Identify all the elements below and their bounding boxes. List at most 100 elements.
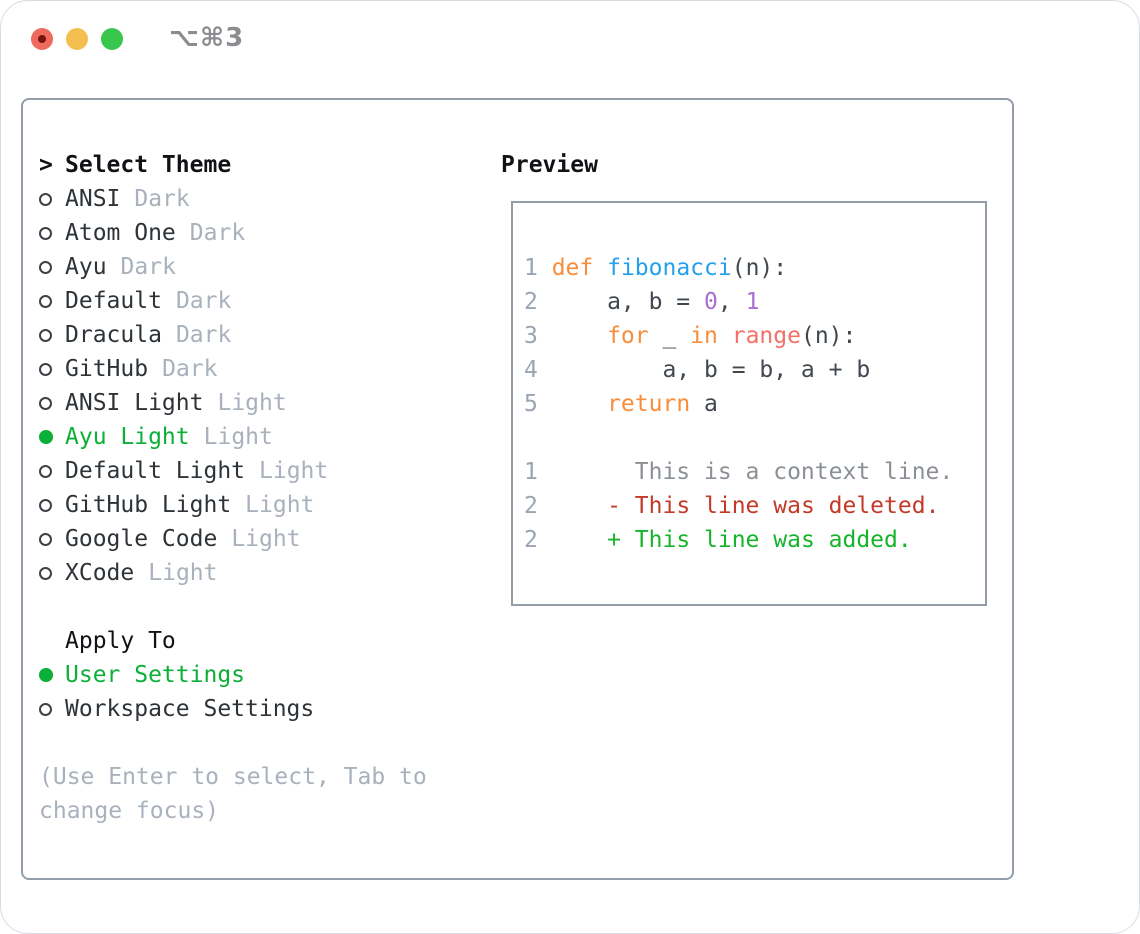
radio-icon xyxy=(39,362,65,376)
blank-line xyxy=(524,421,985,455)
code-segment: This is a context line. xyxy=(551,459,954,485)
code-segment: def xyxy=(551,255,594,281)
line-number: 4 xyxy=(524,357,538,383)
radio-icon xyxy=(39,260,65,274)
preview-code-line: 4 a, b = b, a + b xyxy=(524,353,985,387)
option-variant-label: Light xyxy=(231,526,301,552)
hint-line-1: (Use Enter to select, Tab to xyxy=(39,764,427,790)
option-variant-label: Light xyxy=(203,424,273,450)
line-number: 2 xyxy=(524,493,538,519)
line-number: 2 xyxy=(524,289,538,315)
option-label: Atom One xyxy=(65,220,176,246)
option-variant-label: Dark xyxy=(120,254,176,280)
code-segment xyxy=(552,527,607,553)
code-segment xyxy=(718,323,732,349)
code-segment: + This line was added. xyxy=(607,527,912,553)
option-label: User Settings xyxy=(65,662,246,688)
theme-option-ayu[interactable]: Ayu Dark xyxy=(39,250,489,284)
theme-option-xcode[interactable]: XCode Light xyxy=(39,556,489,590)
code-segment: fibonacci xyxy=(607,255,732,281)
select-theme-header: > Select Theme xyxy=(39,148,489,182)
option-label: XCode xyxy=(65,560,135,586)
cursor-marker-icon: > xyxy=(39,152,53,178)
hint-text: (Use Enter to select, Tab to change focu… xyxy=(39,760,489,828)
traffic-lights xyxy=(31,28,123,50)
preview-title: Preview xyxy=(501,152,598,178)
apply-to-label: Apply To xyxy=(65,628,176,654)
theme-option-ayu-light[interactable]: Ayu Light Light xyxy=(39,420,489,454)
code-segment xyxy=(552,391,607,417)
radio-selected-icon xyxy=(39,430,65,444)
option-label: Dracula xyxy=(65,322,162,348)
preview-box: 1 def fibonacci(n): 2 a, b = 0, 1 3 for _ i… xyxy=(511,201,987,606)
option-label: Default Light xyxy=(65,458,246,484)
apply-option-workspace-settings[interactable]: Workspace Settings xyxy=(39,692,489,726)
theme-option-default[interactable]: Default Dark xyxy=(39,284,489,318)
spacer xyxy=(39,590,489,624)
apply-option-user-settings[interactable]: User Settings xyxy=(39,658,489,692)
zoom-button[interactable] xyxy=(101,28,123,50)
code-segment: _ xyxy=(648,323,691,349)
radio-icon xyxy=(39,328,65,342)
preview-code-line: 1 def fibonacci(n): xyxy=(524,251,985,285)
theme-option-google-code[interactable]: Google Code Light xyxy=(39,522,489,556)
code-segment: in xyxy=(690,323,718,349)
option-label: Ayu Light xyxy=(65,424,190,450)
option-label: GitHub Light xyxy=(65,492,232,518)
option-label: Workspace Settings xyxy=(65,696,315,722)
preview-code-line: 2 - This line was deleted. xyxy=(524,489,985,523)
line-number: 1 xyxy=(524,459,538,485)
select-theme-label: Select Theme xyxy=(65,152,232,178)
option-label: Default xyxy=(65,288,162,314)
code-segment: , xyxy=(717,289,746,315)
line-number: 2 xyxy=(524,527,538,553)
theme-option-dracula[interactable]: Dracula Dark xyxy=(39,318,489,352)
preview-code-line: 2 + This line was added. xyxy=(524,523,985,557)
option-variant-label: Dark xyxy=(189,220,246,246)
code-segment xyxy=(552,323,607,349)
unsaved-dot-icon xyxy=(38,35,46,43)
theme-option-atom-one[interactable]: Atom One Dark xyxy=(39,216,489,250)
radio-icon xyxy=(39,294,65,308)
close-button[interactable] xyxy=(31,28,53,50)
preview-code-line: 1 This is a context line. xyxy=(524,455,985,489)
line-number: 3 xyxy=(524,323,538,349)
option-variant-label: Dark xyxy=(134,186,190,212)
hint-line-2: change focus) xyxy=(39,798,220,824)
window-title: ⌥⌘3 xyxy=(169,23,245,53)
code-segment: for xyxy=(607,323,649,349)
option-label: Google Code xyxy=(65,526,218,552)
option-label: Ayu xyxy=(65,254,107,280)
minimize-button[interactable] xyxy=(66,28,88,50)
radio-icon xyxy=(39,498,65,512)
radio-icon xyxy=(39,702,65,716)
option-label: ANSI Light xyxy=(65,390,204,416)
code-segment: 1 xyxy=(745,289,760,315)
code-segment: (n): xyxy=(731,255,788,281)
code-segment: a xyxy=(690,391,718,417)
option-variant-label: Dark xyxy=(175,322,232,348)
option-variant-label: Light xyxy=(148,560,218,586)
radio-icon xyxy=(39,532,65,546)
code-segment: return xyxy=(607,391,691,417)
preview-code-line: 2 a, b = 0, 1 xyxy=(524,285,985,319)
radio-icon xyxy=(39,396,65,410)
radio-icon xyxy=(39,192,65,206)
option-variant-label: Dark xyxy=(162,356,218,382)
code-segment xyxy=(593,255,607,281)
option-variant-label: Dark xyxy=(175,288,232,314)
code-segment: a, b = b, a + b xyxy=(551,357,871,383)
line-number: 5 xyxy=(524,391,538,417)
code-segment: 0 xyxy=(704,289,718,315)
radio-icon xyxy=(39,566,65,580)
line-number: 1 xyxy=(524,255,538,281)
